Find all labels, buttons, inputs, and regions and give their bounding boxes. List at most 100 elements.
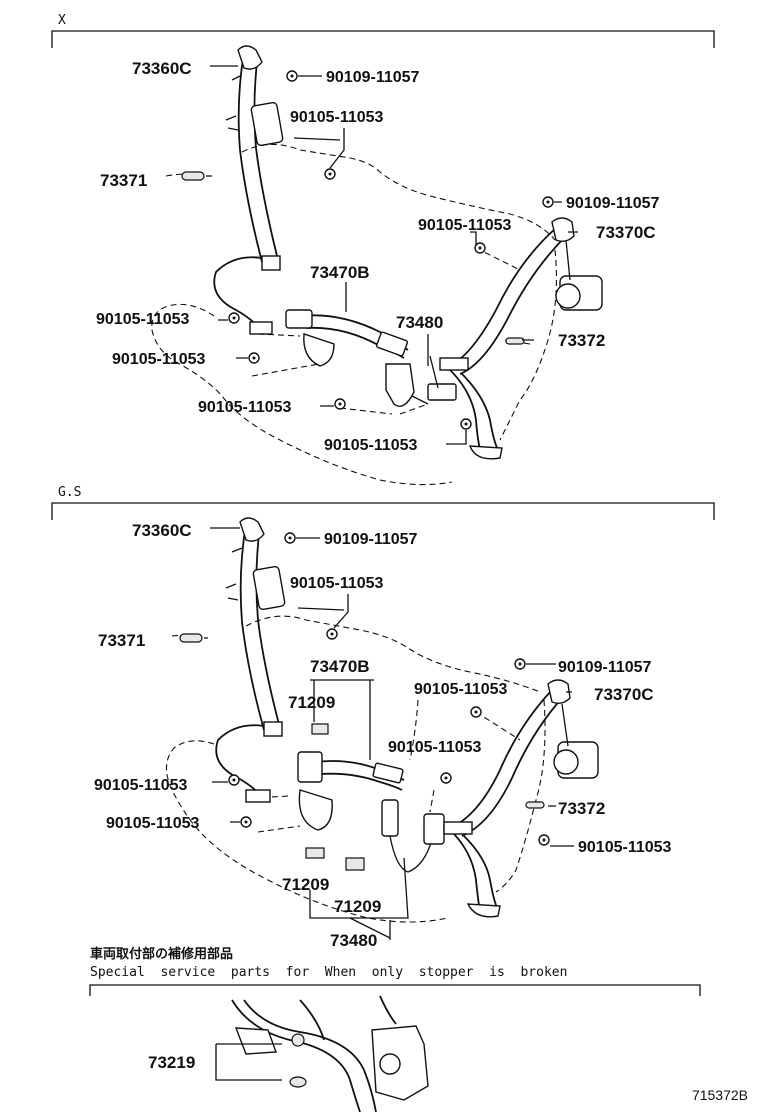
special-belt-d [379, 995, 397, 1025]
bolt-icon [286, 70, 298, 82]
label-73480: 73480 [396, 313, 443, 332]
section-gs: G.S [51, 485, 715, 950]
label-71209: 71209 [334, 897, 381, 916]
floor-outline-top-gs [245, 615, 541, 693]
right-belt-x-b [459, 235, 567, 375]
left-lower-anchor-gs [263, 721, 283, 737]
label-73219: 73219 [148, 1053, 195, 1072]
special-belt-c [299, 999, 325, 1041]
section-x-title: X [58, 13, 66, 28]
bolt-icon [334, 398, 346, 410]
right-anchor-x [551, 217, 575, 243]
bolt-icon [228, 312, 240, 324]
section-special: 車両取付部の補修用部品 Special service parts for Wh… [89, 946, 701, 1112]
special-belt-a [231, 999, 361, 1112]
bolt-icon [538, 834, 550, 846]
special-stopper-b [289, 1076, 307, 1088]
label-90105-11053: 90105-11053 [414, 681, 508, 698]
bolt-icon [474, 242, 486, 254]
right-lap-gs [447, 827, 499, 913]
floor-outline-bottom-gs [165, 740, 449, 923]
bolt-icon [514, 658, 526, 670]
pad-71209-gs-b [305, 847, 325, 859]
left-lower-anchor-x [261, 255, 281, 271]
label-73371: 73371 [98, 631, 145, 650]
leaders-gs [204, 527, 574, 940]
label-90105-11053: 90105-11053 [578, 839, 672, 856]
section-x-bracket [51, 30, 715, 48]
label-73360c: 73360C [132, 521, 192, 540]
buckle-gs-b [298, 789, 333, 831]
bolt-icon [240, 816, 252, 828]
left-lap-x [213, 256, 263, 333]
label-73372: 73372 [558, 799, 605, 818]
label-90105-11053: 90105-11053 [94, 777, 188, 794]
special-bracket [89, 984, 701, 996]
bolt-icon [460, 418, 472, 430]
special-belt-b [243, 999, 377, 1112]
label-73470b: 73470B [310, 657, 370, 676]
label-90105-11053: 90105-11053 [112, 351, 206, 368]
left-anchor-x [237, 45, 263, 70]
right-retractor-reel-gs [553, 749, 579, 775]
section-gs-title: G.S [58, 485, 81, 500]
label-73470b: 73470B [310, 263, 370, 282]
right-retractor-strap-x [565, 239, 571, 281]
clip-73372-gs [525, 801, 545, 809]
left-retractor-gs [252, 565, 286, 611]
right-retractor-strap-gs [561, 703, 569, 747]
floor-outline-bottom [151, 303, 453, 486]
label-90109-11057: 90109-11057 [326, 69, 420, 86]
label-71209: 71209 [282, 875, 329, 894]
buckle-x-b [303, 333, 335, 367]
pad-71209-gs-c [345, 857, 365, 871]
label-90105-11053: 90105-11053 [324, 437, 418, 454]
label-71209: 71209 [288, 693, 335, 712]
label-90105-11053: 90105-11053 [290, 109, 384, 126]
buckle-x-a [285, 309, 313, 329]
left-belt-gs-b [255, 525, 281, 729]
pad-71209-gs-a [311, 723, 329, 735]
left-bracket-gs [225, 547, 243, 601]
right-floor-anchor-gs [466, 903, 501, 918]
section-gs-bracket [51, 502, 715, 520]
buckle-x-c [385, 363, 415, 407]
left-floor-anchor-x [249, 321, 273, 335]
left-belt-x-b [253, 53, 279, 261]
bolt-icon [542, 196, 554, 208]
special-title-jp: 車両取付部の補修用部品 [90, 946, 233, 962]
buckle-gs-c [381, 799, 399, 837]
label-90105-11053: 90105-11053 [198, 399, 292, 416]
special-stopper-plate [234, 1027, 277, 1055]
left-lap-gs [215, 724, 265, 801]
label-90105-11053: 90105-11053 [290, 575, 384, 592]
buckle-links-x [411, 355, 439, 405]
bolt-icon [248, 352, 260, 364]
left-anchor-gs [239, 517, 265, 542]
label-73360c: 73360C [132, 59, 192, 78]
right-retractor-reel-x [555, 283, 581, 309]
label-90105-11053: 90105-11053 [106, 815, 200, 832]
bolt-icon [440, 772, 452, 784]
buckle-loop-gs [389, 835, 433, 873]
label-90105-11053: 90105-11053 [388, 739, 482, 756]
left-retractor-x [250, 101, 284, 147]
right-guide-gs [443, 821, 473, 835]
figure-id: 715372B [692, 1087, 748, 1103]
right-lap-x [445, 365, 501, 457]
label-90109-11057: 90109-11057 [566, 195, 660, 212]
label-73370c: 73370C [594, 685, 654, 704]
floor-outline-right [499, 249, 558, 441]
label-73371: 73371 [100, 171, 147, 190]
bolt-icon [284, 532, 296, 544]
special-title-en: Special service parts for When only stop… [90, 965, 567, 980]
bolt-icon [470, 706, 482, 718]
label-90105-11053: 90105-11053 [96, 311, 190, 328]
right-floor-anchor-x [468, 445, 503, 460]
leaders-x [206, 65, 578, 445]
label-90105-11053: 90105-11053 [418, 217, 512, 234]
right-belt-x-a [447, 227, 557, 367]
mount-dashes-x [251, 247, 531, 415]
bolt-icon [326, 628, 338, 640]
